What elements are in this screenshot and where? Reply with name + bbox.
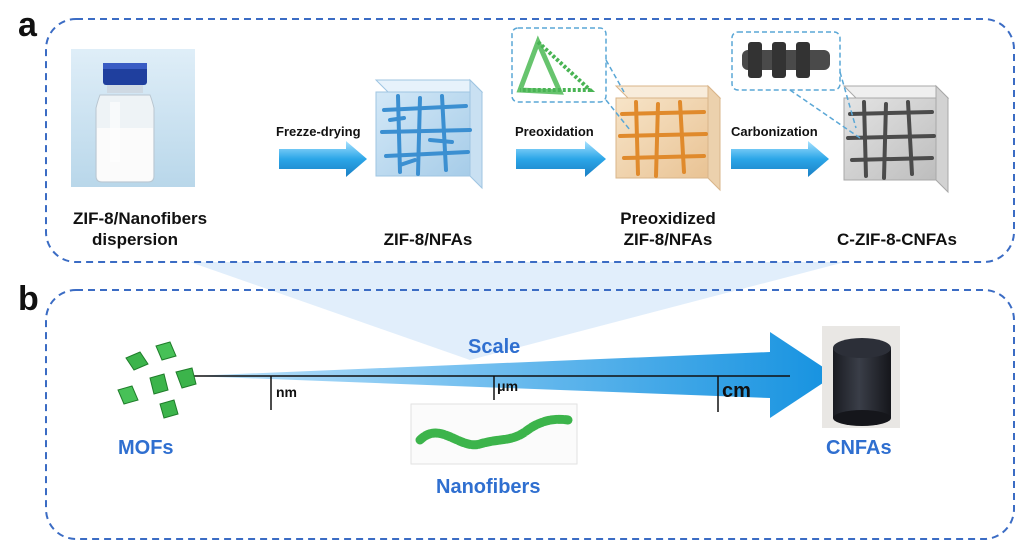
preoxidation-label: Preoxidation	[515, 124, 594, 139]
step-3-caption-line1: Preoxidized	[620, 209, 716, 228]
step-1-caption: ZIF-8/Nanofibers dispersion	[73, 208, 208, 250]
tick-label-um: μm	[497, 378, 519, 394]
step-2-caption: ZIF-8/NFAs	[368, 229, 488, 250]
frezze-drying-arrow	[279, 141, 367, 177]
step-1-caption-line2: dispersion	[92, 230, 178, 249]
preoxidation-arrow	[516, 141, 606, 177]
mof-crystals	[117, 341, 197, 419]
zif8-nfa-cube	[374, 78, 484, 190]
tick-label-nm: nm	[276, 384, 297, 400]
zoom-funnel	[190, 262, 845, 360]
frezze-drying-label: Frezze-drying	[276, 124, 361, 139]
cnfa-photo	[822, 326, 900, 428]
step-4-caption-line1: C-ZIF-8-CNFAs	[837, 230, 957, 249]
tick-label-cm: cm	[722, 380, 751, 402]
step-3-caption: Preoxidized ZIF-8/NFAs	[606, 208, 730, 250]
nanofiber-image	[410, 403, 578, 465]
bottle-photo	[71, 49, 195, 187]
panel-b-letter: b	[18, 280, 39, 318]
scale-ticks	[270, 376, 719, 412]
c-zif8-cnfa-cube	[842, 84, 950, 194]
panel-a-border	[45, 18, 1015, 263]
mof-nanofiber-inset	[511, 27, 631, 131]
step-3-caption-line2: ZIF-8/NFAs	[623, 230, 713, 249]
carbonization-arrow	[731, 141, 829, 177]
preoxidized-cube	[614, 84, 722, 192]
scale-wedge-arrow	[190, 332, 835, 418]
scale-label: Scale	[468, 336, 521, 358]
panel-a-letter: a	[18, 6, 37, 44]
mofs-label: MOFs	[118, 437, 174, 459]
carbonization-label: Carbonization	[731, 124, 818, 139]
carbon-fiber-inset	[731, 31, 861, 139]
panel-b-border	[45, 289, 1015, 540]
step-1-caption-line1: ZIF-8/Nanofibers	[73, 209, 208, 228]
step-4-caption: C-ZIF-8-CNFAs	[825, 229, 969, 250]
step-2-caption-line1: ZIF-8/NFAs	[383, 230, 473, 249]
cnfas-label: CNFAs	[826, 437, 892, 459]
nanofibers-label: Nanofibers	[436, 476, 541, 498]
